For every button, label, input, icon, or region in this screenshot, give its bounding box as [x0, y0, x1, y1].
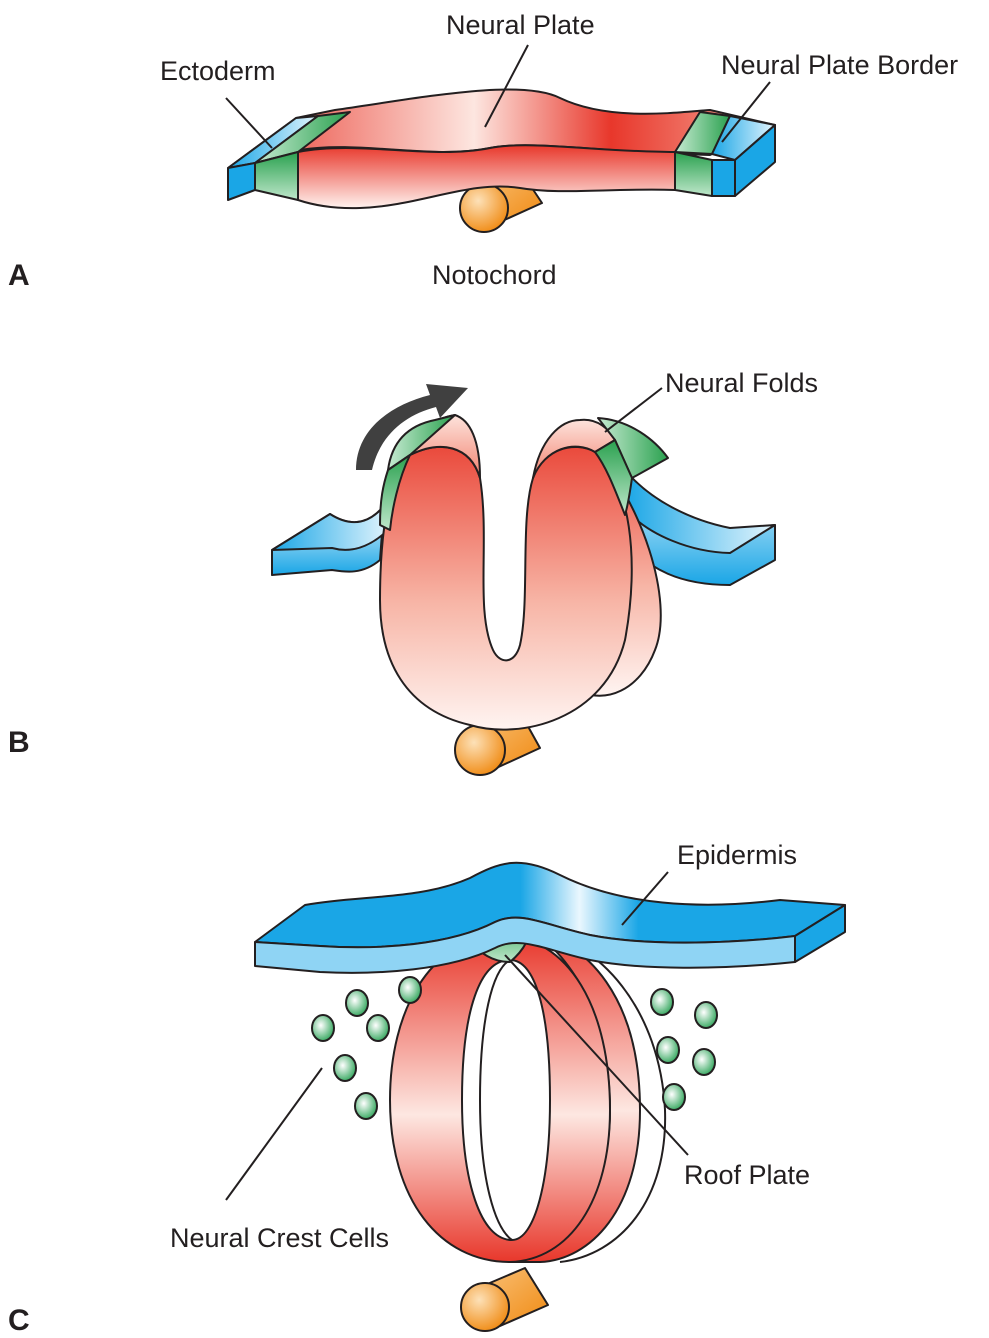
panel-a-letter: A — [8, 259, 30, 292]
panel-b: Neural Folds B — [8, 368, 818, 775]
neural-folds-label: Neural Folds — [665, 368, 818, 398]
neural-folds-leader — [605, 388, 662, 432]
border-front-right — [675, 152, 712, 196]
panel-b-letter: B — [8, 726, 30, 759]
roof-plate-label: Roof Plate — [684, 1160, 810, 1190]
ectoderm-leader — [226, 98, 272, 148]
neural-plate-border-label: Neural Plate Border — [721, 50, 958, 80]
neural-tube-lumen — [480, 960, 512, 1240]
neural-crest-leader — [226, 1068, 322, 1200]
crest-cell — [312, 1015, 334, 1041]
notochord-label: Notochord — [432, 260, 557, 290]
crest-cell — [355, 1093, 377, 1119]
crest-cell — [663, 1084, 685, 1110]
crest-cell — [657, 1037, 679, 1063]
panel-a: Ectoderm Neural Plate Neural Plate Borde… — [8, 10, 958, 292]
neural-groove-u — [380, 447, 632, 730]
neural-crest-cells — [312, 977, 717, 1119]
neural-crest-cells-label: Neural Crest Cells — [170, 1223, 389, 1253]
panel-c-letter: C — [8, 1304, 30, 1337]
crest-cell — [367, 1015, 389, 1041]
crest-cell — [693, 1049, 715, 1075]
notochord-c — [461, 1268, 548, 1331]
crest-cell — [695, 1002, 717, 1028]
crest-cell — [334, 1055, 356, 1081]
neural-tube-outer — [390, 935, 610, 1262]
crest-cell — [346, 990, 368, 1016]
ectoderm-front-left — [228, 163, 255, 200]
ectoderm-front-right — [712, 160, 735, 196]
ectoderm-label: Ectoderm — [160, 56, 276, 86]
crest-cell — [399, 977, 421, 1003]
neural-plate-label: Neural Plate — [446, 10, 595, 40]
panel-c: Epidermis Roof Plate Neural Crest Cells … — [8, 840, 845, 1337]
crest-cell — [651, 989, 673, 1015]
epidermis-label: Epidermis — [677, 840, 797, 870]
